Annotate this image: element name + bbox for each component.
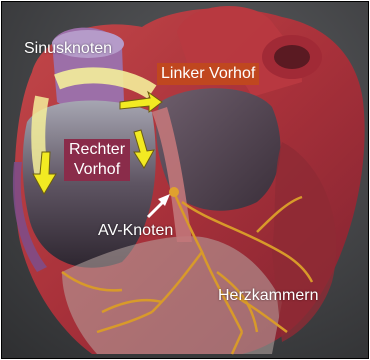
label-rechter-vorhof-line2: Vorhof xyxy=(69,160,125,180)
label-av-knoten: AV-Knoten xyxy=(98,221,173,240)
label-herzkammern: Herzkammern xyxy=(218,286,318,305)
av-node xyxy=(169,187,179,197)
label-rechter-vorhof: Rechter Vorhof xyxy=(64,139,130,181)
label-sinusknoten: Sinusknoten xyxy=(24,39,112,58)
label-linker-vorhof: Linker Vorhof xyxy=(157,63,259,85)
label-rechter-vorhof-line1: Rechter xyxy=(69,140,125,160)
